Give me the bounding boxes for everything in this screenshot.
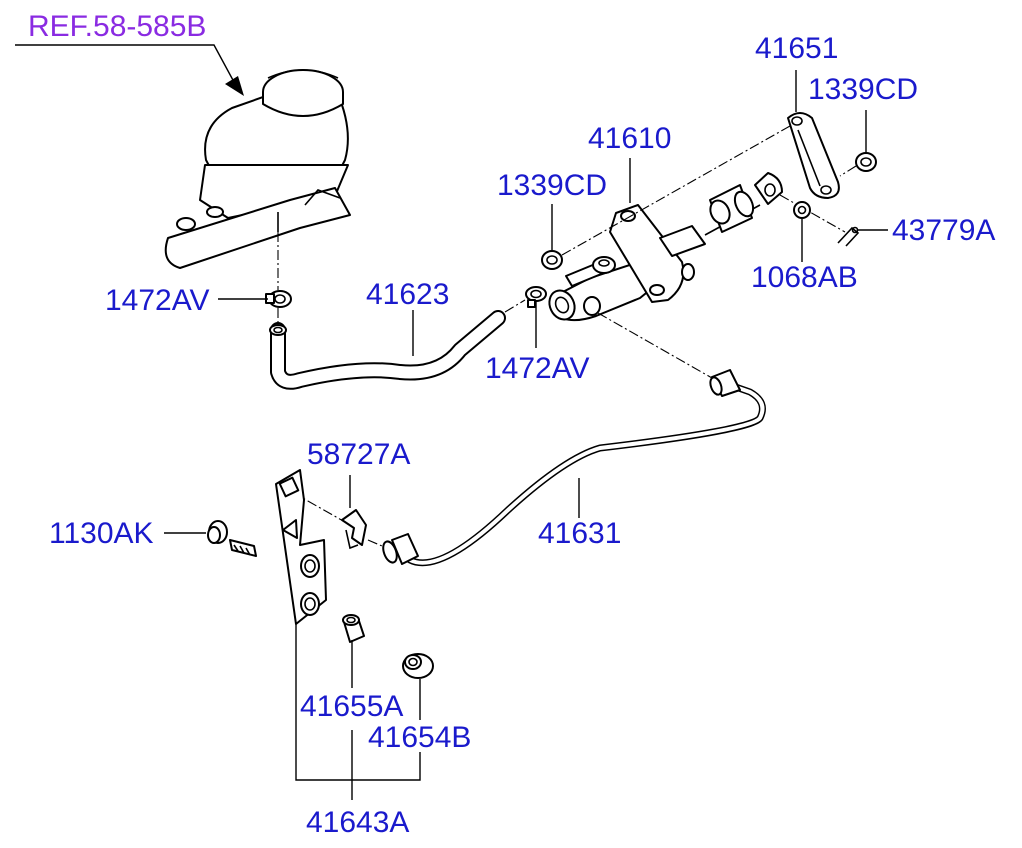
label-1130ak: 1130AK (49, 517, 154, 550)
dash-clevis-cotter (779, 194, 846, 233)
washer (793, 201, 811, 219)
ref-leader (15, 44, 235, 83)
cotter-pin (837, 226, 860, 247)
label-ref-58-585b: REF.58-585B (28, 10, 206, 43)
mounting-bracket (275, 469, 327, 625)
label-1339cd-left: 1339CD (497, 169, 607, 202)
ref-arrowhead (225, 76, 244, 96)
gasket (787, 112, 840, 199)
grommet (402, 653, 434, 679)
label-41610: 41610 (588, 122, 671, 155)
label-41623: 41623 (366, 278, 449, 311)
nut-left (541, 250, 563, 270)
bushing (342, 614, 365, 643)
label-41654b: 41654B (368, 721, 471, 754)
label-41631: 41631 (538, 517, 621, 550)
nut-top (855, 152, 877, 172)
label-43779a: 43779A (892, 214, 995, 247)
brake-fluid-reservoir (164, 69, 351, 269)
hose-clamp-mid (525, 286, 547, 308)
label-41643a: 41643A (306, 806, 409, 839)
bolt (207, 520, 257, 557)
label-1068ab: 1068AB (751, 261, 858, 294)
dash-nut-gasket (561, 125, 791, 256)
clutch-hose (269, 310, 506, 390)
label-58727a: 58727A (307, 438, 410, 471)
push-rod-clevis (709, 172, 783, 233)
dash-cylinder-tube (597, 312, 713, 379)
label-41651: 41651 (755, 32, 838, 65)
label-1472av-left: 1472AV (105, 284, 210, 317)
clutch-master-cylinder (548, 204, 761, 322)
label-1472av-mid: 1472AV (485, 352, 590, 385)
label-1339cd-top: 1339CD (808, 73, 918, 106)
leader-41643a (295, 624, 421, 781)
label-41655a: 41655A (300, 690, 403, 723)
hose-clamp-left (265, 290, 292, 308)
clutch-tube (382, 369, 766, 567)
tube-clip (341, 509, 367, 550)
